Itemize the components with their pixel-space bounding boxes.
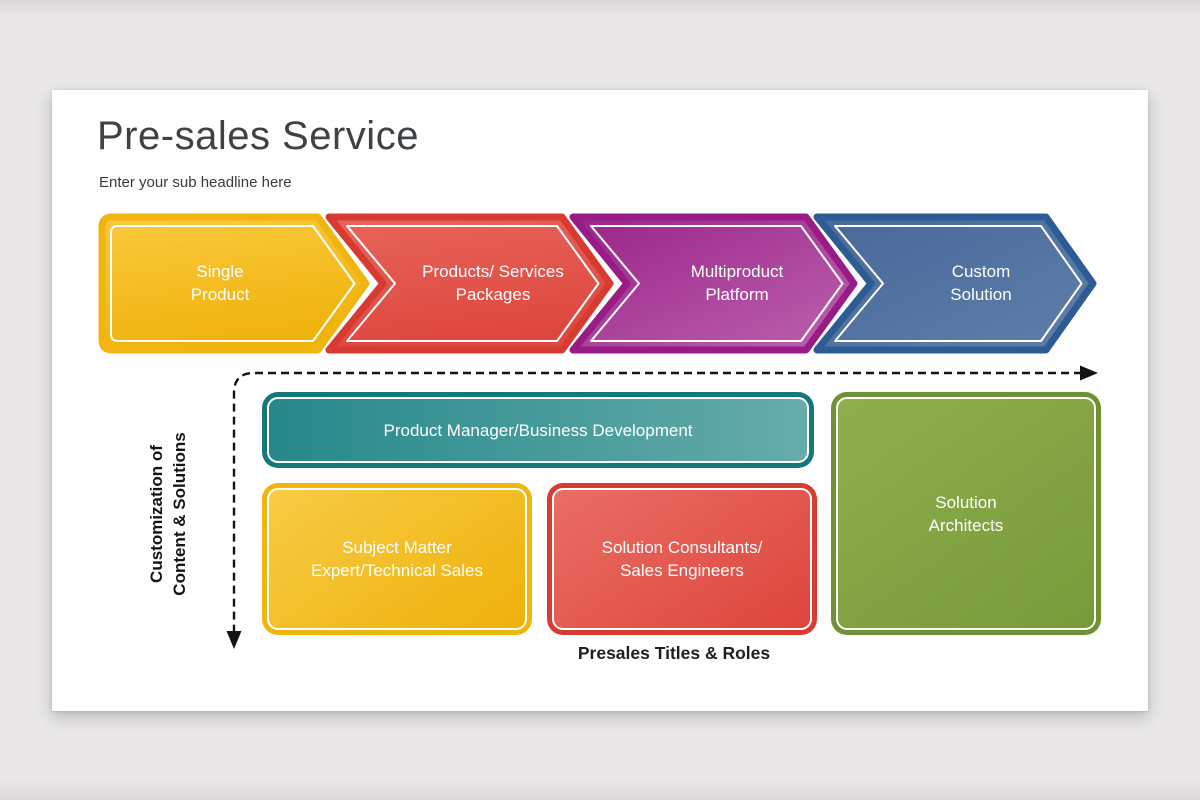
role-box-product-manager: Product Manager/Business Development bbox=[262, 392, 814, 468]
role-box-solution-consultants: Solution Consultants/ Sales Engineers bbox=[547, 483, 817, 635]
slide-subtitle: Enter your sub headline here bbox=[99, 174, 292, 191]
slide: Pre-sales Service Enter your sub headlin… bbox=[52, 90, 1148, 711]
role-box-label: Product Manager/Business Development bbox=[383, 420, 693, 440]
role-box-inner: Product Manager/Business Development bbox=[267, 397, 809, 463]
x-axis-label: Presales Titles & Roles bbox=[577, 643, 771, 663]
y-axis-label: Customization of Content & Solutions bbox=[147, 432, 189, 596]
stage-arrow-inner-line bbox=[590, 225, 844, 342]
stage-arrow-products-services bbox=[325, 213, 614, 354]
role-box-label: Subject Matter Expert/Technical Sales bbox=[311, 538, 483, 580]
stage-arrow-single-product bbox=[98, 213, 370, 354]
slide-title: Pre-sales Service bbox=[97, 114, 419, 158]
stage-arrow-inner-line bbox=[110, 225, 356, 342]
stage-arrow-label: Custom Solution bbox=[950, 262, 1012, 304]
axis-arrowhead-down-icon bbox=[226, 631, 242, 649]
stage-arrow-label: Single Product bbox=[190, 262, 250, 304]
role-box-inner: Solution Architects bbox=[836, 397, 1096, 630]
stage-arrow-multiproduct bbox=[569, 213, 858, 354]
role-box-label: Solution Architects bbox=[928, 492, 1004, 535]
stage-arrows bbox=[98, 213, 1097, 354]
role-box-solution-architects: Solution Architects bbox=[831, 392, 1101, 635]
role-box-inner: Subject Matter Expert/Technical Sales bbox=[267, 488, 527, 630]
stage-arrow-custom-solution bbox=[813, 213, 1097, 354]
stage-arrow-label: Products/ Services Packages bbox=[422, 262, 564, 304]
stage-arrow-inner-line bbox=[346, 225, 600, 342]
stage-arrow-label: Multiproduct Platform bbox=[690, 262, 784, 304]
axis-arrowhead-right-icon bbox=[1080, 365, 1098, 381]
stage-arrow-inner-line bbox=[834, 225, 1083, 342]
role-box-inner: Solution Consultants/ Sales Engineers bbox=[552, 488, 812, 630]
role-box-subject-matter-expert: Subject Matter Expert/Technical Sales bbox=[262, 483, 532, 635]
role-box-label: Solution Consultants/ Sales Engineers bbox=[601, 538, 763, 580]
